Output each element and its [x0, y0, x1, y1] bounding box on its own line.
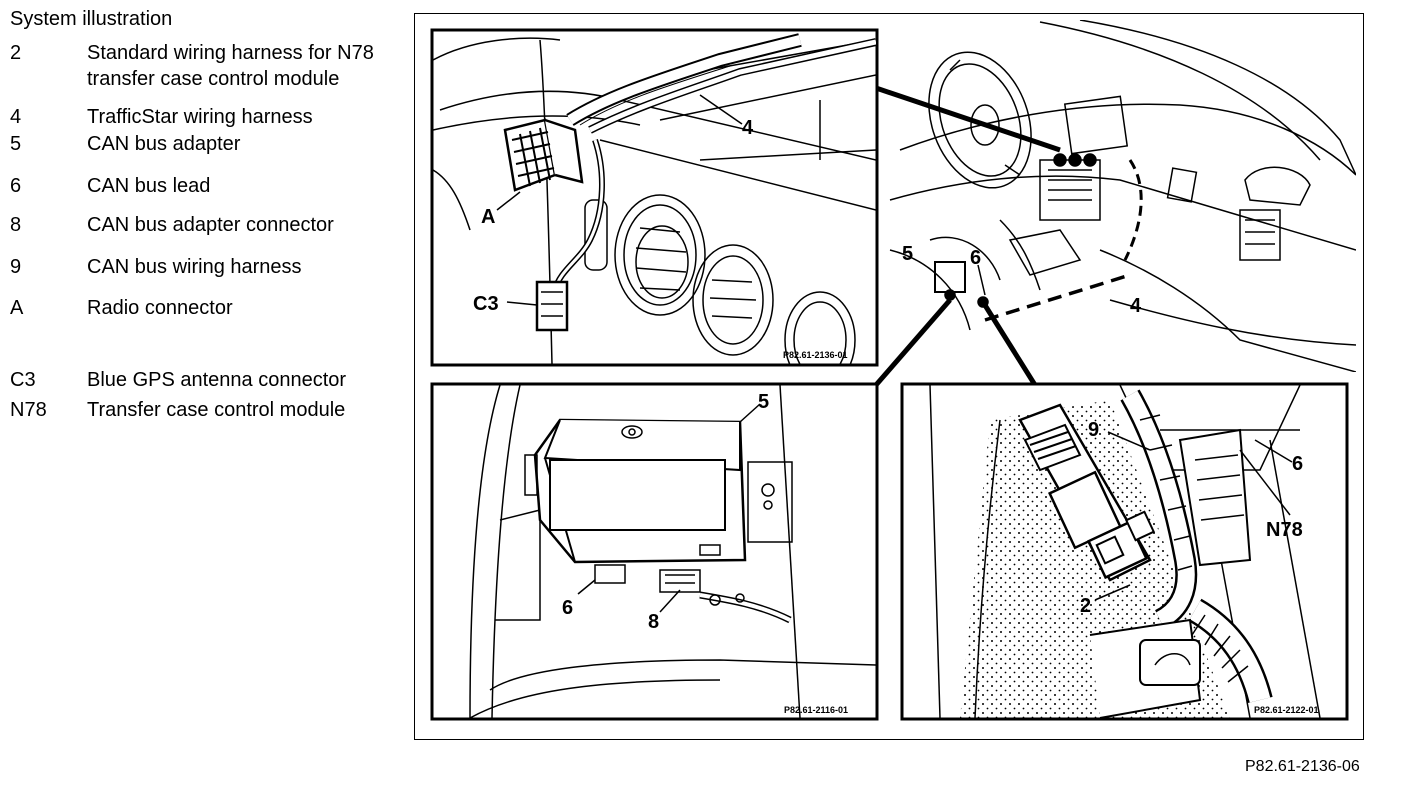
panel-bottom-right-label-n78: N78 [1266, 519, 1303, 541]
legend-description: CAN bus wiring harness [87, 256, 302, 278]
legend-description: Blue GPS antenna connector [87, 369, 347, 391]
panel-top-left-label-4: 4 [742, 117, 754, 139]
overview-label-6: 6 [970, 247, 981, 269]
panel-bottom-left-label-8: 8 [648, 611, 659, 633]
panel-top-left-label-c3: C3 [473, 293, 499, 315]
panel-bottom-left-label-6: 6 [562, 597, 573, 619]
panel-bottom-right: 9 6 N78 2 P82.61-2122-01 [900, 382, 1349, 721]
panel-bottom-right-id: P82.61-2122-01 [1254, 705, 1319, 715]
legend-description: CAN bus adapter connector [87, 214, 334, 236]
panel-top-left: 4 A C3 P82.61-2136-01 [430, 28, 879, 367]
figure-frame [414, 13, 1364, 740]
legend-description: TrafficStar wiring harness [87, 106, 313, 128]
panel-bottom-left: 5 6 8 P82.61-2116-01 [430, 382, 879, 721]
figure-id: P82.61-2136-06 [1245, 758, 1360, 775]
overview-labels: 5 6 4 [902, 243, 1142, 317]
panel-bottom-right-label-6: 6 [1292, 453, 1303, 475]
panel-bottom-left-label-5: 5 [758, 391, 769, 413]
legend-code: C3 [10, 369, 36, 391]
legend-code: 9 [10, 256, 22, 278]
panel-bottom-right-label-2: 2 [1080, 595, 1091, 617]
legend-title: System illustration [10, 8, 173, 30]
legend-code: 4 [10, 106, 22, 128]
legend-code: 2 [10, 42, 22, 64]
legend-description: CAN bus adapter [87, 133, 241, 155]
overview-label-4: 4 [1130, 295, 1142, 317]
panel-bottom-left-id: P82.61-2116-01 [784, 705, 848, 715]
legend-code: A [10, 297, 24, 319]
overview-label-5: 5 [902, 243, 913, 265]
panel-top-left-id: P82.61-2136-01 [783, 350, 848, 360]
legend-code: 6 [10, 175, 22, 197]
callout-leaders [874, 85, 1061, 387]
panel-bottom-right-label-9: 9 [1088, 419, 1099, 441]
legend-code: 5 [10, 133, 22, 155]
legend-description: CAN bus lead [87, 175, 211, 197]
legend-code: 8 [10, 214, 22, 236]
legend-description: Transfer case control module [87, 399, 346, 421]
legend-code: N78 [10, 399, 47, 421]
panel-top-left-label-a: A [481, 206, 495, 228]
legend-description: Radio connector [87, 297, 233, 319]
overview-drawing [889, 20, 1356, 372]
legend-description: Standard wiring harness for N78 transfer… [87, 42, 374, 90]
